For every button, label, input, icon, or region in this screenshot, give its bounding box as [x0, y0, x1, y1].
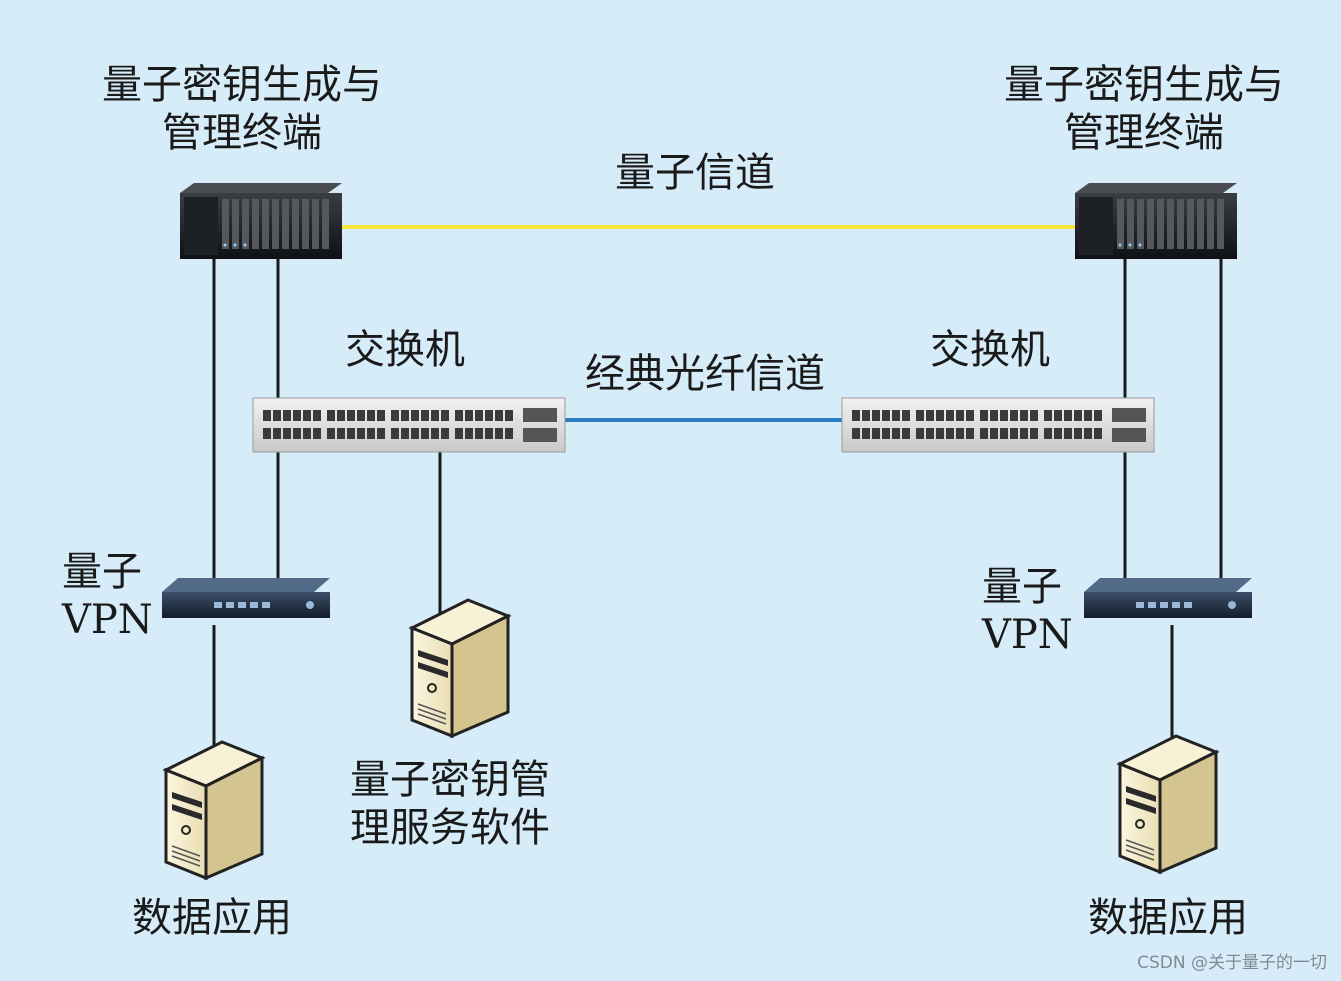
- watermark: CSDN @关于量子的一切: [1137, 953, 1327, 973]
- left-switch: [252, 397, 566, 453]
- left-quantum-vpn: [162, 578, 330, 618]
- right-vpn-label-line1: 量子: [982, 564, 1062, 610]
- left-vpn-label-line1: 量子: [62, 549, 142, 595]
- right-quantum-vpn: [1084, 578, 1252, 618]
- right-switch: [841, 397, 1155, 453]
- right-vpn-label-line2: VPN: [982, 612, 1073, 658]
- right-terminal-label-line2: 管理终端: [1064, 110, 1224, 156]
- key-service-label-line1: 量子密钥管: [350, 757, 550, 803]
- left-key-terminal: [180, 183, 342, 259]
- left-vpn-label: 量子 VPN: [62, 548, 153, 644]
- right-terminal-label-line1: 量子密钥生成与: [1004, 62, 1284, 108]
- right-app-label: 数据应用: [1088, 895, 1248, 941]
- key-service-server-icon: [408, 598, 512, 739]
- right-app-server-icon: [1116, 734, 1220, 875]
- left-terminal-label: 量子密钥生成与 管理终端: [92, 61, 392, 157]
- key-service-label: 量子密钥管 理服务软件: [350, 756, 550, 852]
- right-vpn-label: 量子 VPN: [982, 563, 1073, 659]
- right-switch-label: 交换机: [930, 327, 1050, 373]
- left-vpn-label-line2: VPN: [62, 597, 153, 643]
- left-terminal-label-line2: 管理终端: [162, 110, 322, 156]
- key-service-label-line2: 理服务软件: [350, 805, 550, 851]
- quantum-channel-label: 量子信道: [615, 150, 775, 196]
- right-terminal-label: 量子密钥生成与 管理终端: [994, 61, 1294, 157]
- classical-channel-label: 经典光纤信道: [585, 351, 825, 397]
- left-app-server-icon: [162, 740, 266, 881]
- left-terminal-label-line1: 量子密钥生成与: [102, 62, 382, 108]
- wires: [212, 255, 1223, 745]
- right-key-terminal: [1075, 183, 1237, 259]
- left-app-label: 数据应用: [132, 895, 292, 941]
- left-switch-label: 交换机: [345, 327, 465, 373]
